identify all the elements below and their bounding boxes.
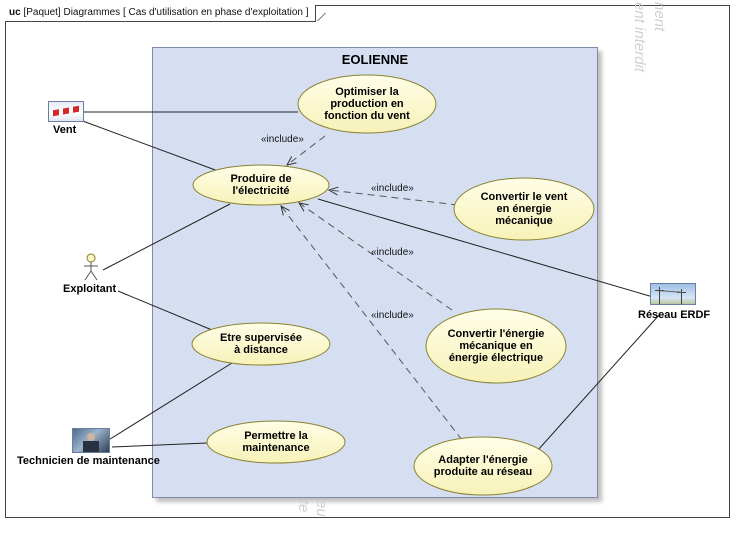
usecase-maintenance-shape xyxy=(206,420,346,464)
actor-vent-label: Vent xyxy=(53,124,77,136)
stick-figure-icon xyxy=(84,253,98,281)
diagram-frame xyxy=(5,5,730,518)
system-title: EOLIENNE xyxy=(341,52,409,67)
usecase-optimiser[interactable]: Optimiser la production en fonction du v… xyxy=(324,86,410,122)
include-label-1: «include» xyxy=(261,134,304,145)
include-optimiser-produire xyxy=(287,135,326,165)
power-grid-icon xyxy=(650,283,696,305)
usecase-convertir-vent[interactable]: Convertir le vent en énergie mécanique xyxy=(480,191,568,227)
windsock-icon xyxy=(48,101,84,122)
assoc-vent-produire xyxy=(79,119,219,172)
usecase-convertir-vent-shape xyxy=(453,177,595,241)
usecase-convertir-energie-shape xyxy=(425,308,567,384)
assoc-exploitant-supervisee xyxy=(117,290,213,331)
include-adapter-produire xyxy=(281,206,463,441)
usecase-adapter-shape xyxy=(413,436,553,496)
include-label-2: «include» xyxy=(371,183,414,194)
usecase-maintenance[interactable]: Permettre la maintenance xyxy=(242,430,310,454)
use-case-ellipses xyxy=(191,74,595,496)
include-label-3: «include» xyxy=(371,247,414,258)
diagram-header: uc [Paquet] Diagrammes [ Cas d'utilisati… xyxy=(5,5,326,22)
actor-exploitant-label: Exploitant xyxy=(63,283,117,295)
usecase-produire-shape xyxy=(192,164,330,206)
assoc-adapter-reseau xyxy=(537,313,661,451)
assoc-technicien-supervisee xyxy=(106,362,233,442)
assoc-exploitant-produire xyxy=(102,203,231,271)
actor-technicien-label: Technicien de maintenance xyxy=(17,455,160,467)
include-convertir-vent-produire xyxy=(329,190,459,206)
diagram-kind: uc xyxy=(9,7,21,18)
assoc-produire-reseau xyxy=(317,198,654,298)
usecase-supervisee[interactable]: Etre supervisée à distance xyxy=(220,332,302,356)
assoc-technicien-maintenance xyxy=(111,442,208,448)
include-lines xyxy=(281,135,463,441)
usecase-convertir-energie[interactable]: Convertir l'énergie mécanique en énergie… xyxy=(447,328,545,364)
usecase-optimiser-shape xyxy=(297,74,437,134)
usecase-supervisee-shape xyxy=(191,322,331,366)
diagram-title: [Paquet] Diagrammes [ Cas d'utilisation … xyxy=(23,7,309,18)
usecase-produire[interactable]: Produire de l'électricité xyxy=(230,173,292,197)
usecase-adapter[interactable]: Adapter l'énergie produite au réseau xyxy=(433,454,533,478)
include-label-4: «include» xyxy=(371,310,414,321)
technician-photo-icon xyxy=(72,428,110,453)
actor-reseau-label: Réseau ERDF xyxy=(638,309,711,321)
association-lines xyxy=(79,111,661,451)
